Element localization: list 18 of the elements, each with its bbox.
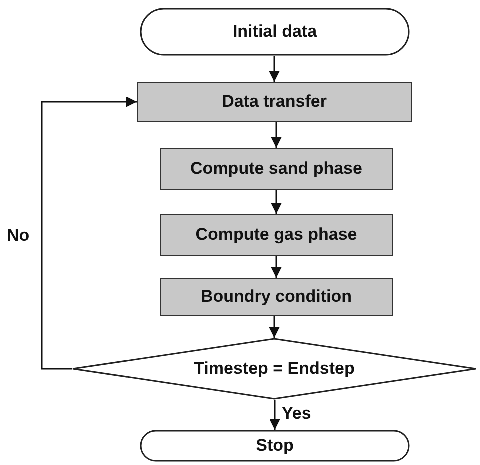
arrow <box>269 56 280 82</box>
node-label: Initial data <box>232 22 318 42</box>
node-label: Stop <box>256 436 294 456</box>
arrow <box>41 96 137 370</box>
arrow <box>271 122 282 148</box>
arrow <box>271 190 282 214</box>
node-label: Compute sand phase <box>190 159 362 179</box>
arrow <box>271 256 282 278</box>
process-box <box>160 148 393 190</box>
process-box <box>137 82 412 122</box>
node-label: Compute gas phase <box>196 225 358 245</box>
node-label: Data transfer <box>222 92 327 112</box>
arrow <box>269 316 280 338</box>
arrow <box>270 400 280 430</box>
node-label: Timestep = Endstep <box>194 359 355 379</box>
process-box <box>160 278 393 316</box>
node-label: Boundry condition <box>200 287 352 307</box>
process-box <box>160 214 393 256</box>
